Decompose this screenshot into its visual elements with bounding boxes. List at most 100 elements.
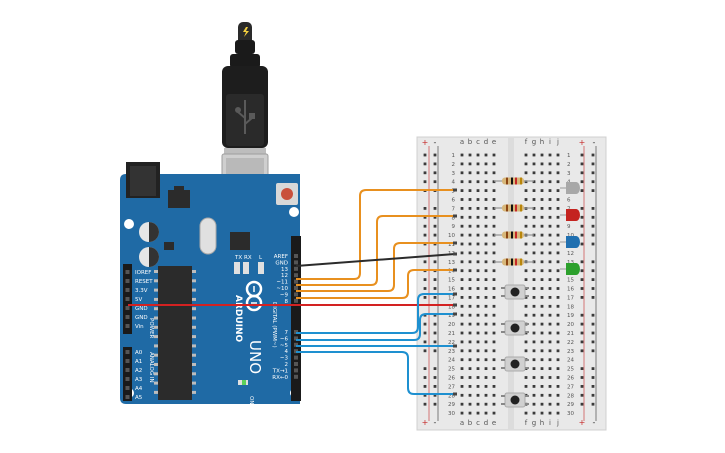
rail-hole[interactable] <box>423 340 427 344</box>
breadboard-hole[interactable] <box>460 171 464 175</box>
breadboard-hole[interactable] <box>476 331 480 335</box>
breadboard-hole[interactable] <box>476 313 480 317</box>
breadboard-hole[interactable] <box>540 393 544 397</box>
breadboard-hole[interactable] <box>532 198 536 201</box>
rail-hole[interactable] <box>433 340 437 344</box>
rail-hole[interactable] <box>591 385 595 388</box>
breadboard-hole[interactable] <box>532 180 536 184</box>
breadboard-hole[interactable] <box>556 153 560 157</box>
rail-hole[interactable] <box>580 385 584 388</box>
breadboard-hole[interactable] <box>492 251 496 255</box>
breadboard-hole[interactable] <box>484 313 488 317</box>
rail-hole[interactable] <box>433 393 437 397</box>
rail-hole[interactable] <box>423 233 427 237</box>
rail-hole[interactable] <box>433 224 437 228</box>
breadboard-hole[interactable] <box>476 215 480 219</box>
breadboard-hole[interactable] <box>492 287 496 290</box>
rail-hole[interactable] <box>433 376 437 379</box>
breadboard-hole[interactable] <box>548 171 552 175</box>
breadboard-hole[interactable] <box>476 189 480 192</box>
header-pin[interactable] <box>125 350 130 354</box>
breadboard-hole[interactable] <box>532 287 536 290</box>
breadboard-hole[interactable] <box>492 367 496 370</box>
breadboard-hole[interactable] <box>484 304 488 308</box>
breadboard-hole[interactable] <box>468 331 472 335</box>
push-button[interactable] <box>501 356 529 372</box>
breadboard-hole[interactable] <box>548 198 552 201</box>
breadboard-hole[interactable] <box>492 358 496 362</box>
breadboard-hole[interactable] <box>524 251 528 255</box>
breadboard-hole[interactable] <box>540 269 544 273</box>
breadboard-hole[interactable] <box>556 340 560 344</box>
rail-hole[interactable] <box>591 207 595 210</box>
breadboard-hole[interactable] <box>484 411 488 415</box>
rail-hole[interactable] <box>580 233 584 237</box>
rail-hole[interactable] <box>423 162 427 166</box>
rail-hole[interactable] <box>423 296 427 299</box>
breadboard-hole[interactable] <box>460 153 464 157</box>
breadboard-hole[interactable] <box>460 367 464 370</box>
rail-hole[interactable] <box>580 349 584 353</box>
breadboard-hole[interactable] <box>524 269 528 273</box>
breadboard-hole[interactable] <box>484 242 488 246</box>
breadboard-hole[interactable] <box>468 171 472 175</box>
breadboard-hole[interactable] <box>460 358 464 362</box>
breadboard-hole[interactable] <box>484 153 488 157</box>
rail-hole[interactable] <box>433 215 437 219</box>
breadboard-hole[interactable] <box>468 313 472 317</box>
breadboard-hole[interactable] <box>484 162 488 166</box>
breadboard-hole[interactable] <box>532 411 536 415</box>
rail-hole[interactable] <box>423 278 427 281</box>
header-pin[interactable] <box>294 355 298 360</box>
breadboard-hole[interactable] <box>524 349 528 353</box>
breadboard-hole[interactable] <box>476 393 480 397</box>
rail-hole[interactable] <box>423 367 427 370</box>
breadboard-hole[interactable] <box>532 376 536 379</box>
header-pin[interactable] <box>125 297 130 301</box>
breadboard-hole[interactable] <box>540 198 544 201</box>
breadboard-hole[interactable] <box>492 349 496 353</box>
rail-hole[interactable] <box>580 287 584 290</box>
breadboard-hole[interactable] <box>540 180 544 184</box>
rail-hole[interactable] <box>591 260 595 264</box>
breadboard-hole[interactable] <box>532 349 536 353</box>
breadboard-hole[interactable] <box>476 162 480 166</box>
breadboard-hole[interactable] <box>556 171 560 175</box>
breadboard-hole[interactable] <box>548 313 552 317</box>
rail-hole[interactable] <box>591 233 595 237</box>
rail-hole[interactable] <box>433 402 437 406</box>
breadboard-hole[interactable] <box>556 376 560 379</box>
breadboard-hole[interactable] <box>556 385 560 388</box>
rail-hole[interactable] <box>591 349 595 353</box>
breadboard-hole[interactable] <box>484 251 488 255</box>
breadboard-hole[interactable] <box>484 349 488 353</box>
rail-hole[interactable] <box>433 153 437 157</box>
breadboard-hole[interactable] <box>460 313 464 317</box>
breadboard-hole[interactable] <box>460 402 464 406</box>
breadboard-hole[interactable] <box>524 242 528 246</box>
header-pin[interactable] <box>294 279 298 284</box>
breadboard-hole[interactable] <box>532 162 536 166</box>
breadboard-hole[interactable] <box>484 224 488 228</box>
breadboard-hole[interactable] <box>460 233 464 237</box>
breadboard-hole[interactable] <box>476 385 480 388</box>
rail-hole[interactable] <box>433 287 437 290</box>
breadboard-hole[interactable] <box>484 367 488 370</box>
rail-hole[interactable] <box>591 376 595 379</box>
breadboard-hole[interactable] <box>468 393 472 397</box>
breadboard-hole[interactable] <box>484 198 488 201</box>
breadboard-hole[interactable] <box>556 304 560 308</box>
breadboard-hole[interactable] <box>540 251 544 255</box>
breadboard-hole[interactable] <box>532 242 536 246</box>
resistor[interactable] <box>494 177 534 185</box>
breadboard-hole[interactable] <box>484 207 488 210</box>
breadboard-hole[interactable] <box>476 287 480 290</box>
breadboard-hole[interactable] <box>476 207 480 210</box>
breadboard-hole[interactable] <box>484 340 488 344</box>
rail-hole[interactable] <box>591 269 595 273</box>
rail-hole[interactable] <box>591 153 595 157</box>
breadboard-hole[interactable] <box>460 251 464 255</box>
breadboard-hole[interactable] <box>548 269 552 273</box>
breadboard-hole[interactable] <box>556 251 560 255</box>
breadboard-hole[interactable] <box>468 287 472 290</box>
